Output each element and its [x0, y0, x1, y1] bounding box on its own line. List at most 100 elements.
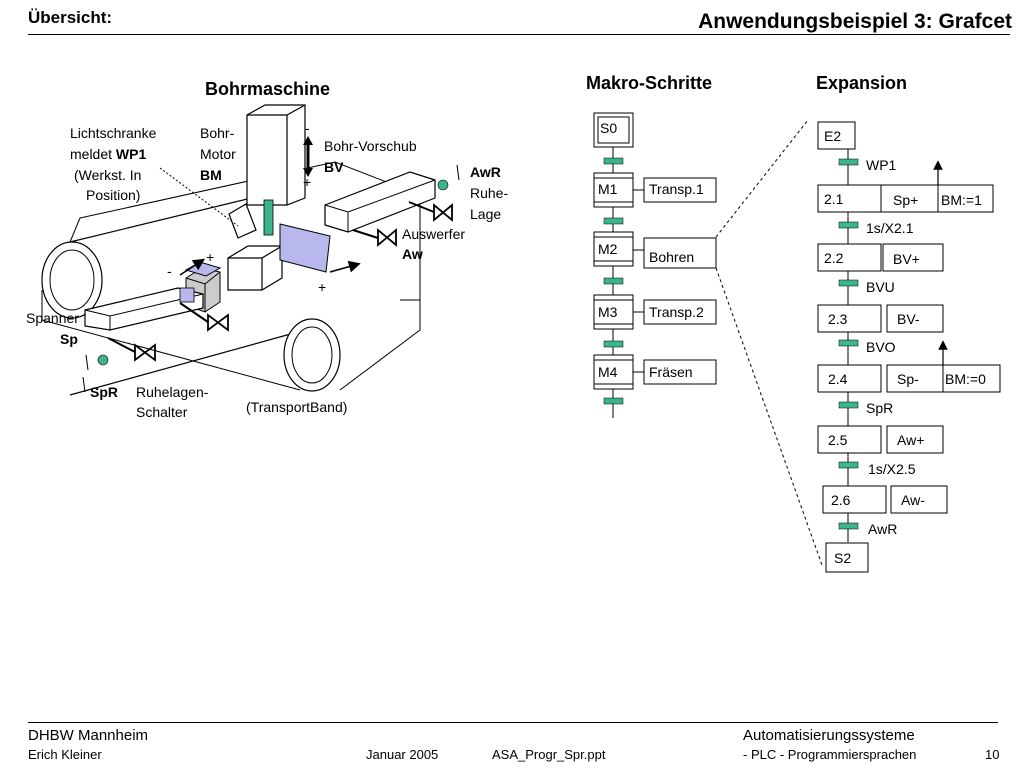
macro-init-step: S0	[593, 112, 634, 148]
expansion-step-2-2: 2.2 BV+	[817, 243, 944, 272]
expansion-guide-top	[715, 119, 809, 238]
clamp-plus-label: +	[206, 249, 214, 265]
conveyor-roller-left	[41, 241, 103, 319]
light-barrier-label-4: Position)	[86, 187, 140, 203]
conveyor-label: (TransportBand)	[246, 399, 347, 415]
step-extra-action: BM:=0	[945, 371, 986, 387]
step-id: 2.2	[824, 250, 844, 266]
macro-transition	[603, 340, 624, 348]
step-action: BV-	[897, 311, 920, 327]
awr-sensor	[437, 179, 449, 191]
transition-label: 1s/X2.1	[866, 220, 914, 236]
expansion-transition	[838, 461, 859, 469]
feed-minus-label: -	[305, 120, 310, 136]
clamp-label-2: Sp	[60, 331, 78, 347]
drill-motor-label-3: BM	[200, 167, 222, 183]
expansion-step-2-3: 2.3 BV-	[817, 304, 944, 333]
ejector-label-1: Auswerfer	[402, 226, 465, 242]
step-id: 2.3	[828, 311, 848, 327]
footer-subtitle: - PLC - Programmiersprachen	[743, 747, 917, 762]
expansion-transition	[838, 279, 859, 287]
spr-sensor	[97, 354, 109, 366]
transition-label: SpR	[866, 400, 893, 416]
expansion-transition	[838, 401, 859, 409]
expansion-transition	[838, 522, 859, 530]
macro-transition	[603, 157, 624, 165]
expansion-transition	[838, 339, 859, 347]
footer-page-number: 10	[985, 747, 1000, 762]
drill-motor-label-1: Bohr-	[200, 125, 235, 141]
light-barrier-label-1: Lichtschranke	[70, 125, 157, 141]
drill-bit	[263, 199, 274, 236]
macro-step-m4: M4 Fräsen	[593, 354, 717, 390]
clamp-label-1: Spanner	[26, 310, 79, 326]
expansion-guide-bottom	[715, 267, 823, 566]
ejector-plus-label: +	[318, 279, 326, 295]
transition-label: WP1	[866, 157, 897, 173]
light-barrier-label-3: (Werkst. In	[74, 167, 141, 183]
macro-init-step-label: S0	[600, 120, 617, 136]
expansion-entry-label: E2	[824, 128, 841, 144]
feed-plus-label: +	[303, 174, 311, 190]
clamp-rest-label-2: Schalter	[136, 404, 188, 420]
footer-date: Januar 2005	[366, 747, 439, 762]
step-action: BV+	[893, 251, 920, 267]
footer-file: ASA_Progr_Spr.ppt	[492, 747, 606, 762]
macro-heading: Makro-Schritte	[586, 73, 712, 93]
step-id: 2.6	[831, 492, 851, 508]
macro-step-id: M2	[598, 241, 618, 257]
drill-feed-label-1: Bohr-Vorschub	[324, 138, 417, 154]
step-action: Sp-	[897, 371, 919, 387]
macro-step-m1: M1 Transp.1	[593, 172, 717, 208]
slide-title: Anwendungsbeispiel 3: Grafcet	[698, 10, 1012, 33]
expansion-step-2-5: 2.5 Aw+	[817, 425, 944, 454]
machine-heading: Bohrmaschine	[205, 79, 330, 99]
step-id: 2.1	[824, 191, 844, 207]
transition-label: 1s/X2.5	[868, 461, 916, 477]
light-barrier-sensor	[159, 167, 257, 239]
step-id: 2.4	[828, 371, 848, 387]
footer-divider	[28, 722, 998, 723]
step-action: Aw+	[897, 432, 924, 448]
conveyor-belt	[41, 161, 421, 396]
footer-org: DHBW Mannheim	[28, 727, 149, 744]
transition-label: BVO	[866, 339, 896, 355]
step-extra-action: BM:=1	[941, 192, 982, 208]
macro-step-action: Fräsen	[649, 364, 693, 380]
drilling-machine-illustration: Bohrmaschine - +	[26, 79, 508, 420]
light-barrier-label-2: meldet WP1	[70, 146, 146, 162]
macro-step-m2: M2 Bohren	[593, 231, 717, 269]
workpiece	[227, 245, 283, 291]
macro-step-id: M3	[598, 304, 618, 320]
rest-label-1: Ruhe-	[470, 185, 508, 201]
macro-transition	[603, 277, 624, 285]
macro-step-action: Transp.1	[649, 181, 704, 197]
drill-motor-box: - +	[246, 104, 313, 236]
expansion-exit-step: S2	[825, 542, 869, 573]
ejector-assembly: - +	[279, 164, 460, 295]
overview-label: Übersicht:	[28, 8, 113, 27]
spr-label: SpR	[90, 384, 118, 400]
expansion-exit-label: S2	[834, 550, 851, 566]
macro-step-action: Transp.2	[649, 304, 704, 320]
step-id: 2.5	[828, 432, 848, 448]
macro-steps-chart: Makro-Schritte S0 M1 Transp.1 M2 Bohren	[586, 73, 823, 566]
expansion-step-2-1: 2.1 Sp+ BM:=1	[817, 160, 994, 213]
step-action: Aw-	[901, 492, 925, 508]
rest-label-2: Lage	[470, 206, 501, 222]
drill-motor-label-2: Motor	[200, 146, 236, 162]
footer-author: Erich Kleiner	[28, 747, 102, 762]
ejector-minus-label: -	[355, 255, 360, 271]
awr-label: AwR	[470, 164, 501, 180]
clamp-assembly: + -	[82, 249, 229, 393]
ejector-label-2: Aw	[402, 246, 423, 262]
step-action: Sp+	[893, 192, 918, 208]
expansion-step-2-6: 2.6 Aw-	[822, 485, 948, 514]
clamp-rest-label-1: Ruhelagen-	[136, 384, 209, 400]
drill-feed-label-2: BV	[324, 159, 344, 175]
expansion-step-2-4: 2.4 Sp- BM:=0	[817, 340, 1001, 393]
macro-step-id: M1	[598, 181, 618, 197]
clamp-minus-label: -	[167, 263, 172, 279]
macro-step-m3: M3 Transp.2	[593, 294, 717, 330]
expansion-transition	[838, 158, 859, 166]
